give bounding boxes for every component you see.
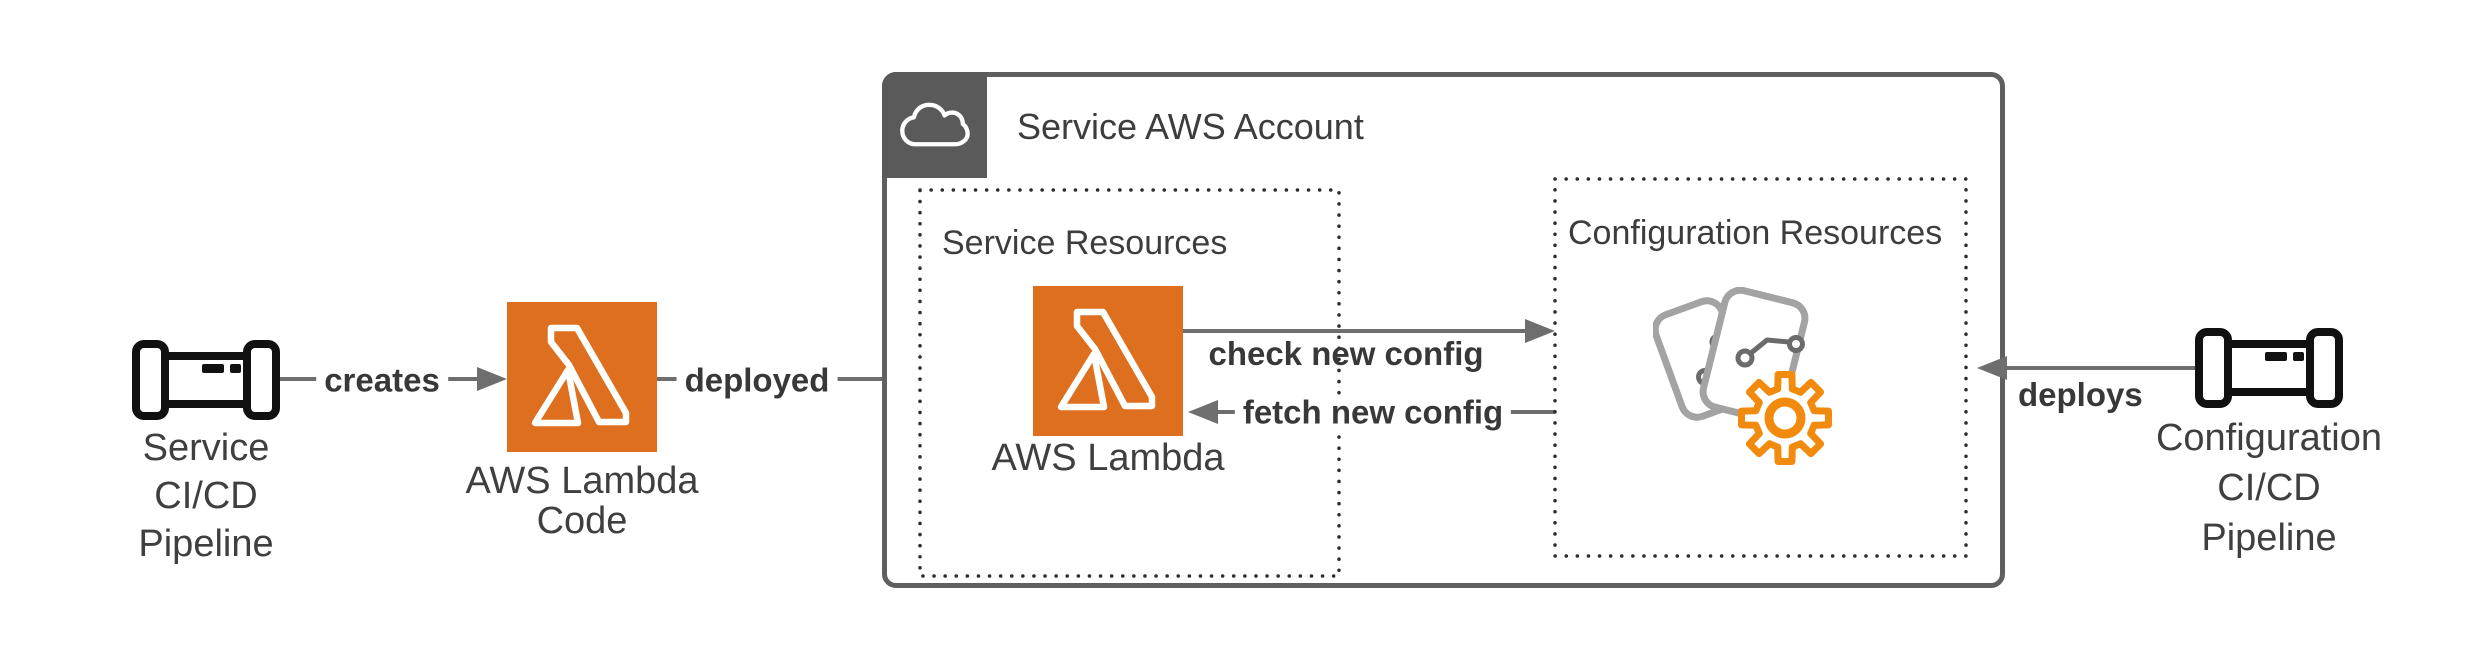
gear-icon — [1738, 371, 1832, 465]
configuration-pipeline-label-line3: Pipeline — [2201, 517, 2337, 559]
service-resources-label: Service Resources — [942, 224, 1228, 262]
cloud-icon — [900, 102, 970, 147]
service-pipeline-label-line3: Pipeline — [138, 523, 274, 565]
service-pipeline-label: Service CI/CD Pipeline — [138, 424, 273, 568]
check-new-config-arrowhead-icon — [1525, 319, 1555, 343]
fetch-new-config-arrow-label: fetch new config — [1234, 395, 1512, 429]
deploys-arrowhead-icon — [1977, 356, 2007, 380]
creates-arrowhead-icon — [477, 367, 507, 391]
check-new-config-arrow-label: check new config — [1208, 335, 1484, 372]
configuration-pipeline-label-line2: CI/CD — [2217, 467, 2321, 509]
lambda-code-label-line1: AWS Lambda — [465, 460, 699, 502]
pipeline-icon — [132, 340, 280, 420]
aws-lambda-label: AWS Lambda — [991, 437, 1225, 479]
deployed-arrow-label: deployed — [676, 363, 838, 397]
pipeline-icon — [2195, 328, 2343, 408]
deploys-arrow-line — [2004, 366, 2195, 370]
aws-lambda-node — [1033, 286, 1183, 436]
deploys-arrow-label: deploys — [2018, 376, 2143, 413]
service-resources-box — [918, 188, 1341, 578]
check-new-config-arrow-line — [1183, 329, 1528, 333]
lambda-code-label: AWS Lambda Code — [465, 461, 698, 541]
configuration-pipeline-label: Configuration CI/CD Pipeline — [2156, 413, 2382, 563]
config-cards-gear-icon — [1653, 287, 1832, 465]
service-aws-account-title: Service AWS Account — [1017, 106, 1364, 147]
fetch-new-config-arrowhead-icon — [1188, 400, 1218, 424]
configuration-resources-box — [1553, 177, 1968, 558]
service-pipeline-label-line2: CI/CD — [154, 475, 258, 517]
configuration-pipeline-label-line1: Configuration — [2155, 417, 2383, 459]
lambda-code-label-line2: Code — [536, 500, 628, 542]
lambda-icon — [507, 302, 657, 452]
configuration-resources-label: Configuration Resources — [1568, 214, 1943, 252]
lambda-code-node — [507, 302, 657, 452]
service-pipeline-label-line1: Service — [142, 427, 270, 469]
service-aws-account-tab — [882, 72, 987, 178]
creates-arrow-label: creates — [316, 363, 448, 397]
lambda-icon — [1033, 286, 1183, 436]
